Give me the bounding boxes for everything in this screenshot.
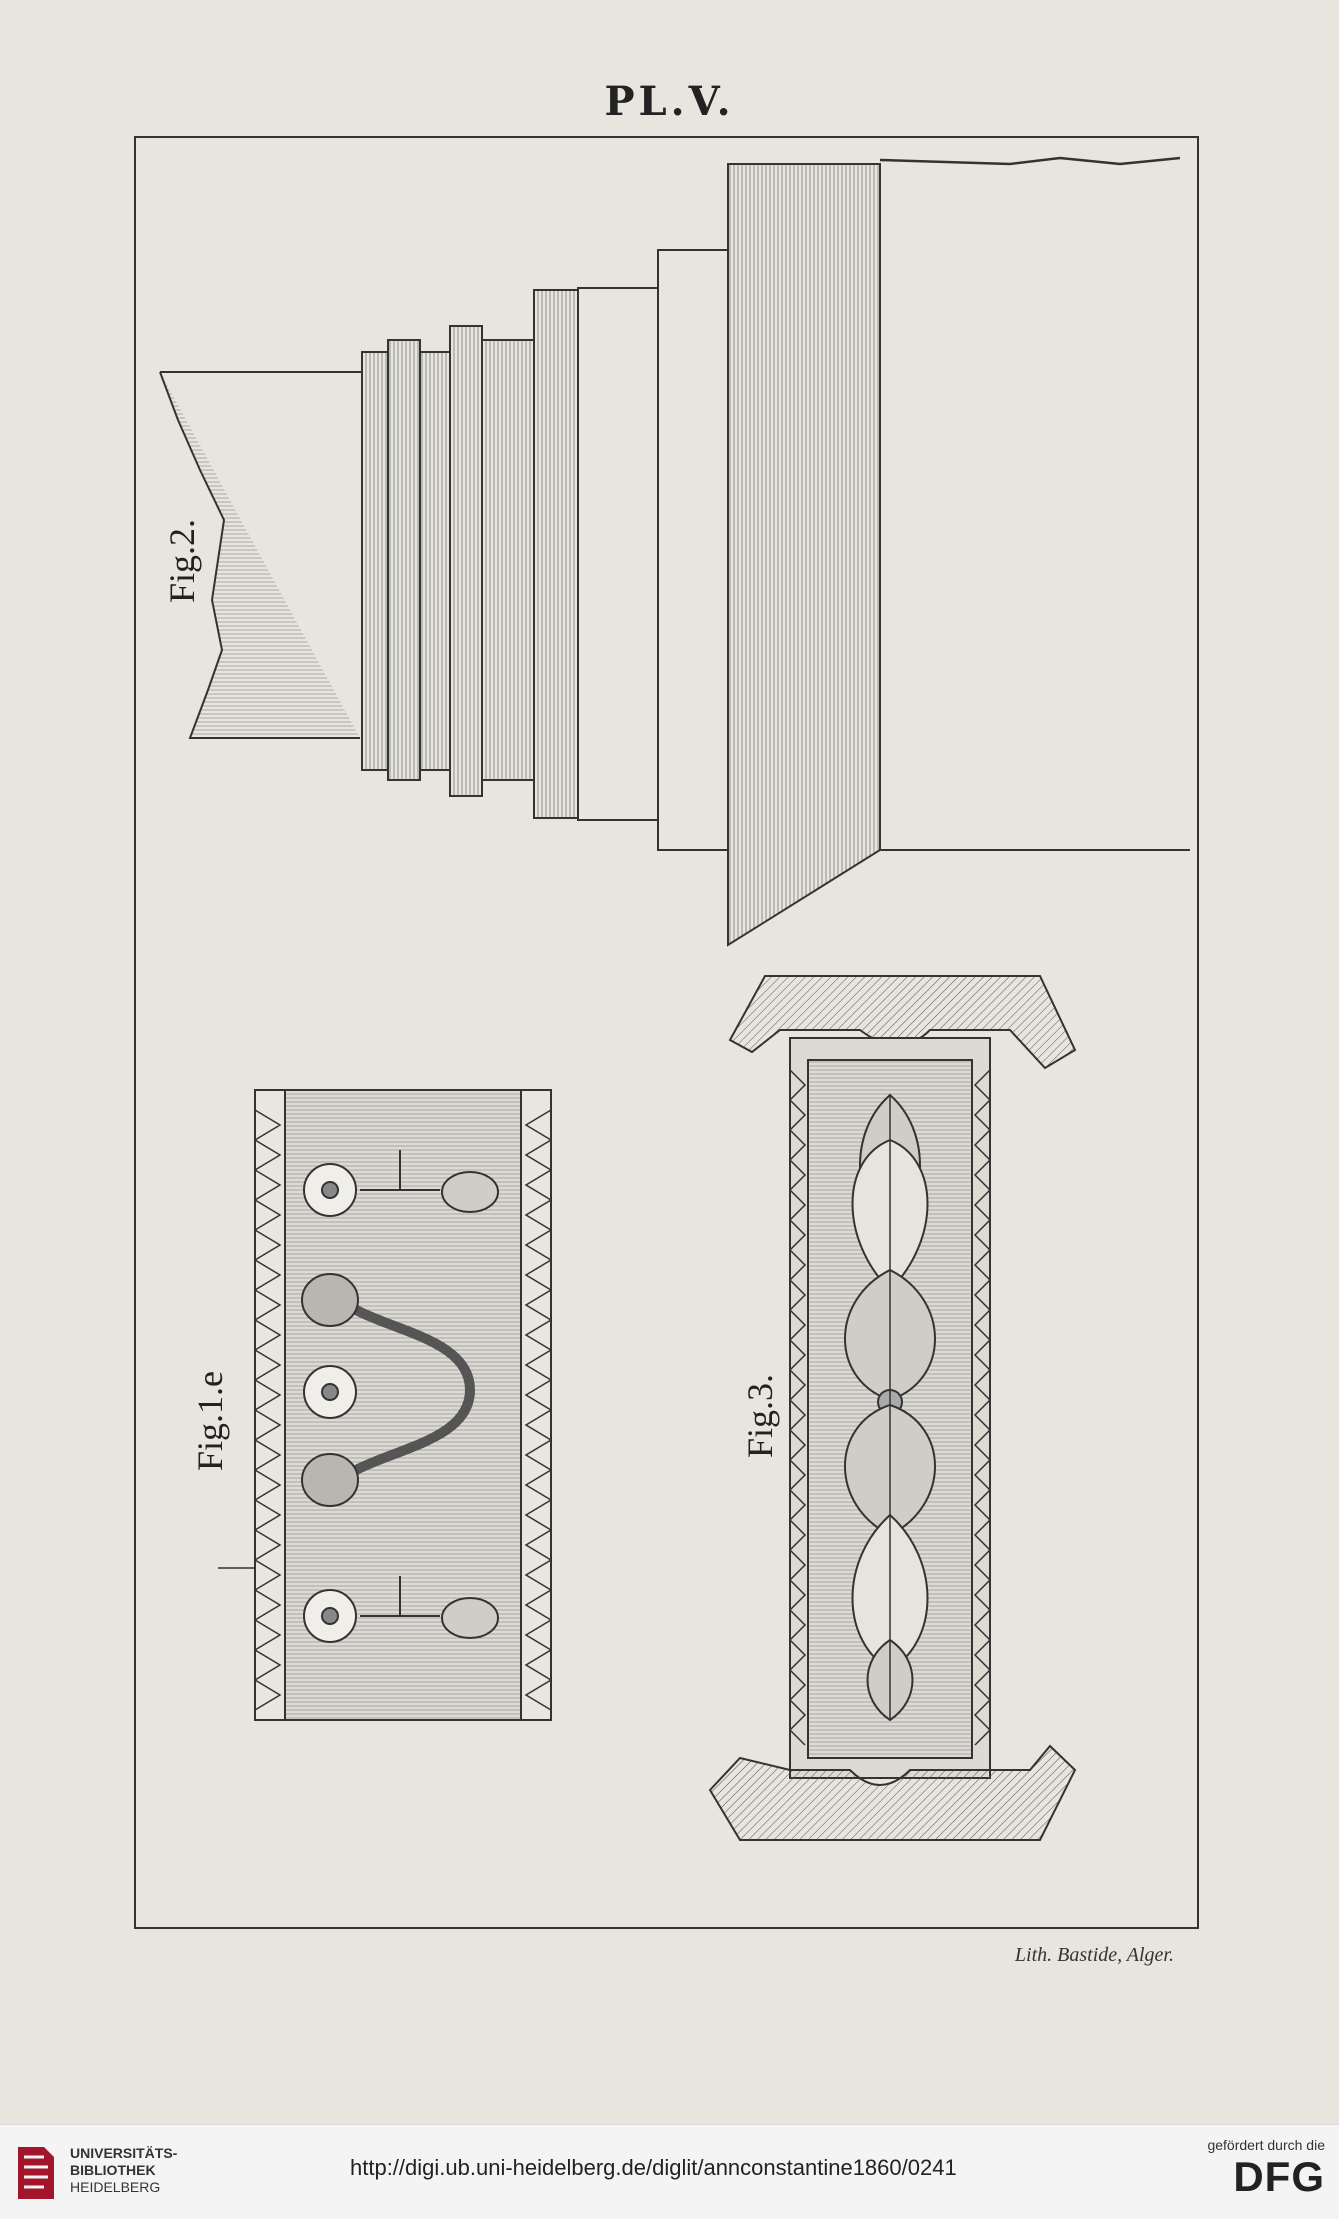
fig2-band-1	[361, 351, 389, 771]
sponsor-block: gefördert durch die DFG	[1185, 2137, 1325, 2201]
sponsor-caption: gefördert durch die	[1207, 2137, 1325, 2153]
fig2-moulding	[159, 156, 1190, 947]
fig1-rosette-bottom	[303, 1589, 357, 1643]
fig1-cornucopia	[326, 1286, 476, 1494]
library-name: UNIVERSITÄTS- BIBLIOTHEK HEIDELBERG	[70, 2145, 178, 2195]
fig2-band-3	[419, 351, 451, 771]
university-logo-icon	[18, 2147, 54, 2199]
lithographer-credit: Lith. Bastide, Alger.	[1014, 1944, 1174, 1966]
plate-title: PL.V.	[604, 78, 735, 125]
fig2-band-2	[387, 339, 421, 781]
fig3-bottom-cap	[708, 1744, 1077, 1841]
fig1-pine-cone-bottom	[441, 1597, 499, 1639]
fig1-pine-cone-top	[441, 1171, 499, 1213]
fig1-frieze	[218, 1089, 553, 1721]
plate-drawing	[159, 156, 1190, 1841]
fig2-band-5	[481, 339, 535, 781]
fig2-step-1	[577, 287, 659, 821]
permalink-url[interactable]: http://digi.ub.uni-heidelberg.de/diglit/…	[350, 2155, 957, 2180]
fig2-band-4	[449, 325, 483, 797]
plate-frame	[134, 136, 1199, 1929]
fig2-band-6	[533, 289, 579, 819]
viewer-footer: UNIVERSITÄTS- BIBLIOTHEK HEIDELBERG http…	[0, 2124, 1339, 2219]
fig3-bracket	[708, 975, 1077, 1841]
dfg-logo: DFG	[1233, 2153, 1325, 2200]
fig2-cornice	[727, 163, 881, 947]
fig2-label: Fig.2.	[162, 518, 203, 604]
fig2-step-2	[657, 249, 729, 851]
fig1-rosette-middle	[303, 1365, 357, 1419]
fig1-label: Fig.1.e	[190, 1370, 231, 1472]
fig2-broken-edge	[159, 371, 360, 739]
fig1-rosette-top	[303, 1163, 357, 1217]
fig3-label: Fig.3.	[740, 1373, 781, 1459]
